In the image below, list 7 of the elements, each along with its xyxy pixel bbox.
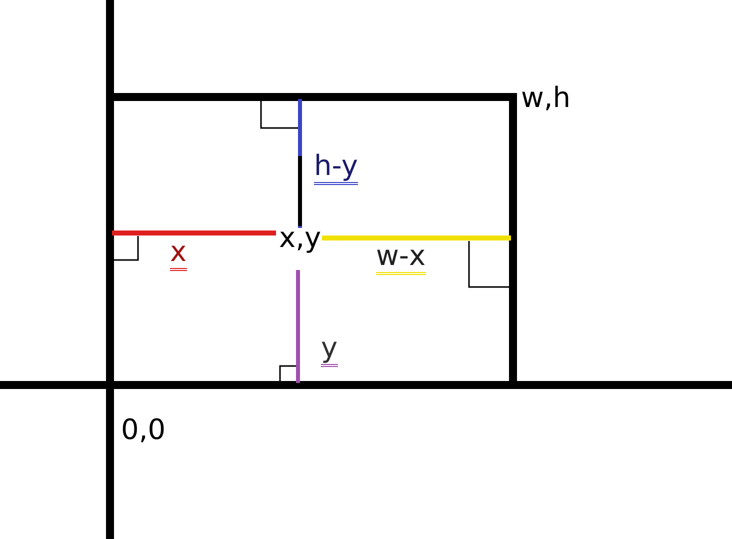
dimension-label: w-x bbox=[376, 240, 426, 275]
point-label: w,h bbox=[521, 82, 571, 114]
dimension-label: x bbox=[170, 236, 187, 271]
dimension-label: y bbox=[321, 332, 338, 367]
dimension-label: h-y bbox=[314, 150, 358, 185]
point-label: 0,0 bbox=[121, 414, 166, 446]
point-label: x,y bbox=[279, 222, 322, 254]
